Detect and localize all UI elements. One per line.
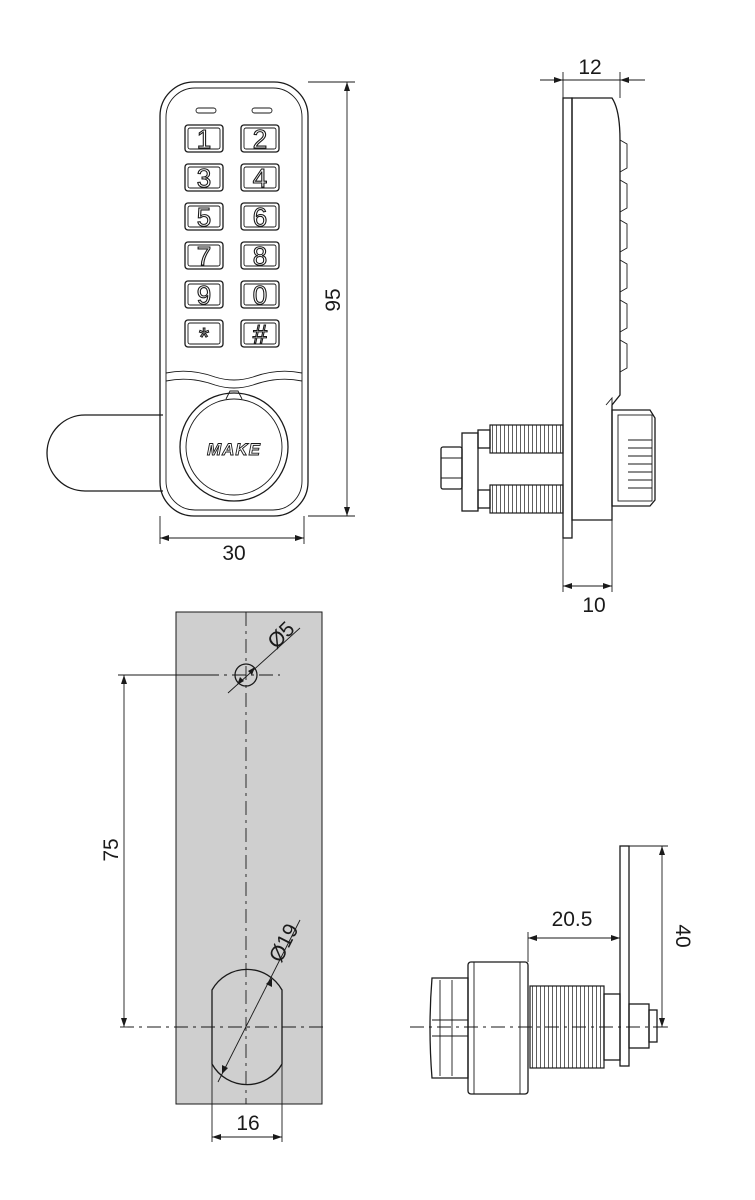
side-view: 12 10 — [440, 56, 656, 617]
key-0[interactable]: 0 — [240, 279, 280, 311]
cylinder-thread — [529, 985, 605, 1069]
led-right — [251, 107, 273, 114]
key-label: 3 — [197, 163, 211, 193]
thread-lower — [489, 484, 564, 514]
key-6[interactable]: 6 — [240, 201, 280, 233]
dim-width: 30 — [222, 542, 245, 565]
door-panel — [175, 611, 323, 1105]
key-label: * — [199, 322, 209, 352]
dim-hole-spacing: 75 — [100, 838, 123, 861]
key-hash[interactable]: # — [240, 318, 280, 350]
key-4[interactable]: 4 — [240, 162, 280, 194]
key-label: 4 — [253, 163, 267, 193]
cylinder-flange — [467, 961, 529, 1095]
key-label: 5 — [197, 202, 211, 232]
key-3[interactable]: 3 — [184, 162, 224, 194]
key-star[interactable]: * — [184, 319, 224, 353]
turn-knob[interactable]: MAKE — [179, 390, 289, 502]
key-label: # — [253, 319, 268, 349]
key-9[interactable]: 9 — [184, 279, 224, 311]
key-label: 2 — [253, 124, 267, 154]
cutout-template: Ø5 Ø19 75 16 — [100, 611, 328, 1142]
keypad-body — [159, 81, 309, 517]
keypad-keys: 1 2 3 4 5 6 7 8 9 0 * # — [184, 123, 280, 353]
key-2[interactable]: 2 — [240, 123, 280, 155]
key-label: 1 — [197, 124, 211, 154]
key-5[interactable]: 5 — [184, 201, 224, 233]
side-buttons — [619, 139, 628, 373]
cam-view: 20.5 40 — [410, 845, 694, 1095]
knob-side — [611, 409, 656, 507]
dim-cam-arm: 40 — [671, 924, 694, 947]
key-label: 9 — [197, 280, 211, 310]
key-7[interactable]: 7 — [184, 240, 224, 272]
brand-logo: MAKE — [207, 440, 261, 459]
key-label: 0 — [253, 280, 267, 310]
led-left — [195, 107, 217, 114]
mounting-plate — [562, 97, 573, 539]
cylinder-head — [429, 977, 469, 1079]
thread-upper — [489, 424, 564, 454]
key-8[interactable]: 8 — [240, 240, 280, 272]
dim-height: 95 — [322, 288, 345, 311]
key-label: 7 — [197, 241, 211, 271]
key-label: 6 — [253, 202, 267, 232]
dim-side-bottom: 10 — [582, 594, 605, 617]
front-view: 1 2 3 4 5 6 7 8 9 0 * # MAKE 95 — [46, 81, 355, 565]
cam-latch — [46, 414, 163, 492]
dim-cam-length: 20.5 — [552, 908, 593, 931]
key-1[interactable]: 1 — [184, 123, 224, 155]
dim-hole-width: 16 — [236, 1112, 259, 1135]
key-label: 8 — [253, 241, 267, 271]
hole-small — [234, 663, 258, 687]
cam-arm — [619, 845, 630, 1067]
dim-side-top: 12 — [578, 56, 601, 79]
